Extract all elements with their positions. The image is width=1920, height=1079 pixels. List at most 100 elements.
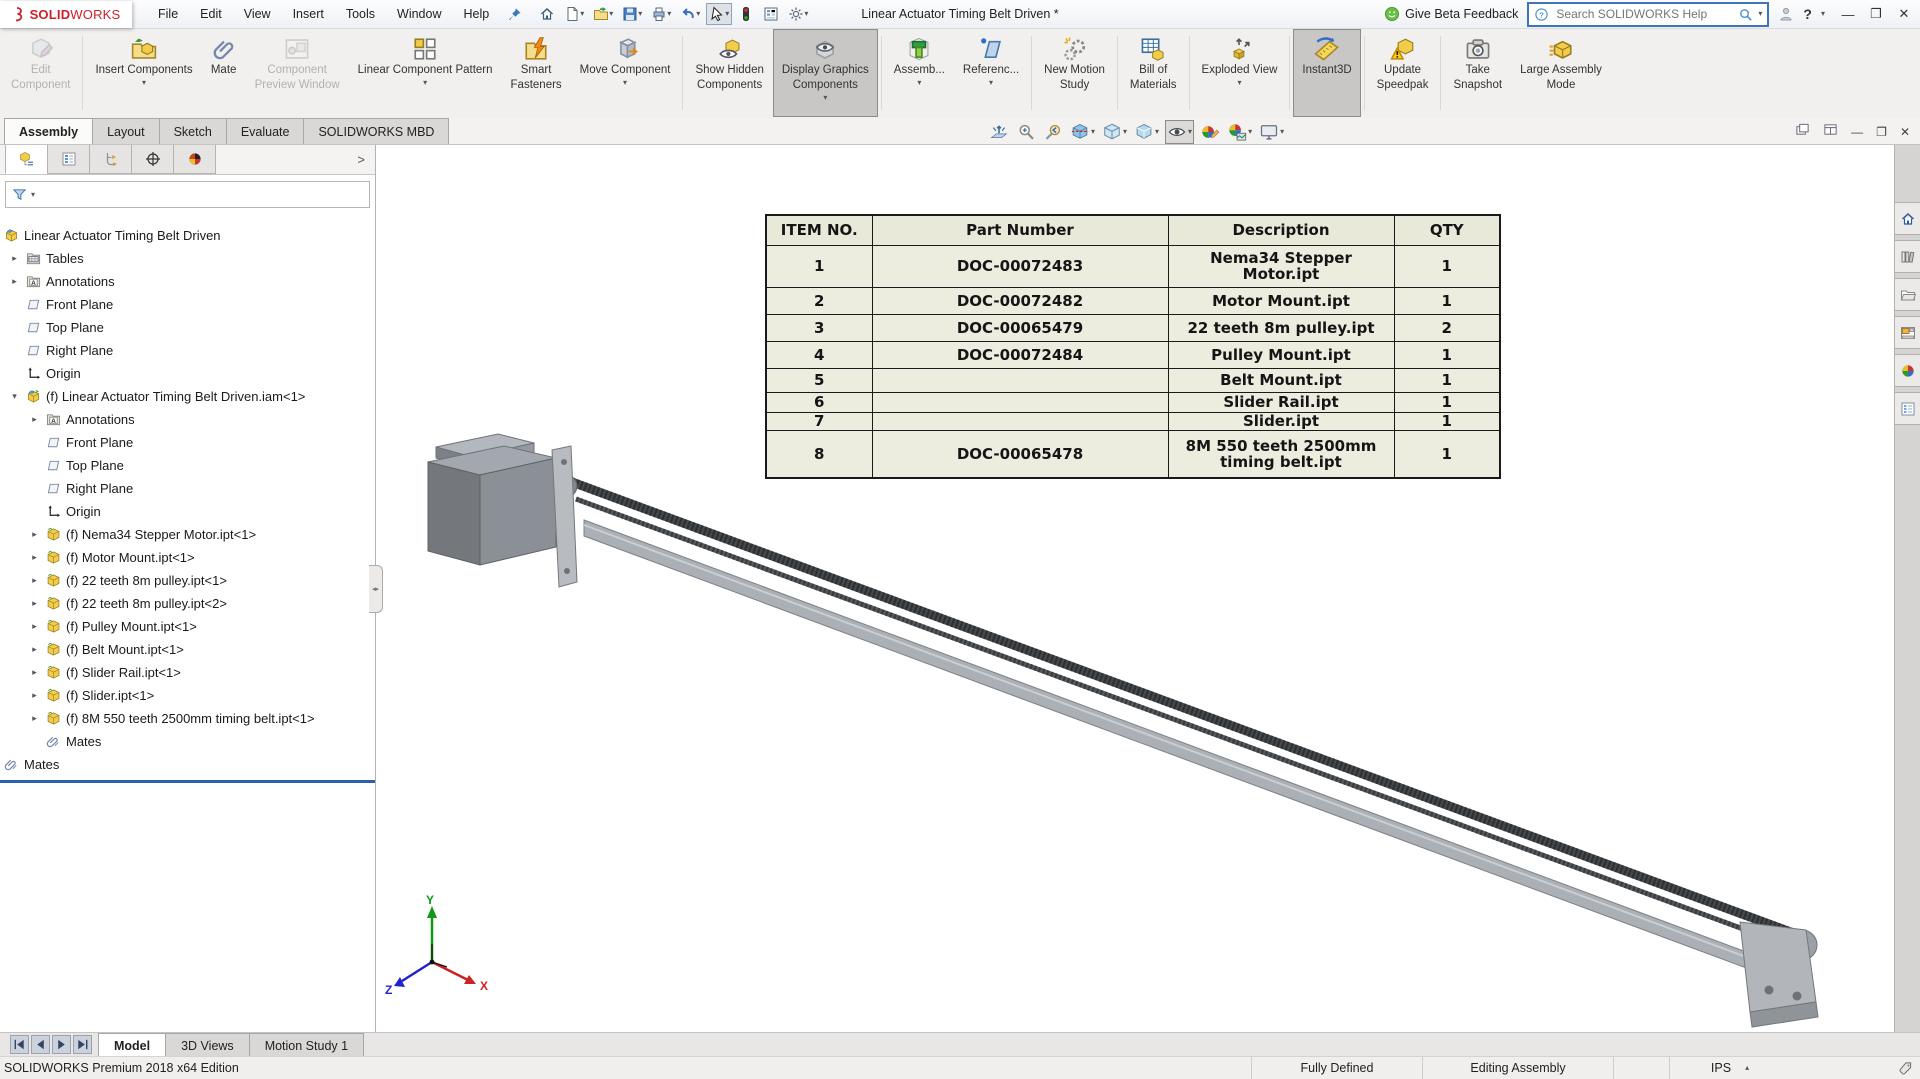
tree-item[interactable]: ▸(f) Slider Rail.ipt<1>	[0, 661, 375, 684]
bottom-tab-3d-views[interactable]: 3D Views	[165, 1033, 250, 1057]
assembly-3d-model[interactable]	[376, 144, 1893, 1032]
tp-appearances-button[interactable]	[1894, 354, 1920, 387]
menu-window[interactable]: Window	[397, 7, 442, 21]
panel-configuration-manager[interactable]	[89, 144, 132, 174]
search-dropdown-icon[interactable]: ▾	[1758, 9, 1763, 18]
filter-dropdown-icon[interactable]: ▾	[31, 189, 36, 199]
referenc-button[interactable]: Referenc...▾	[955, 30, 1027, 116]
tree-expander-icon[interactable]: ▸	[32, 552, 37, 562]
nav-next-button[interactable]	[52, 1035, 71, 1054]
zoom-to-fit-button[interactable]	[988, 121, 1010, 143]
menu-insert[interactable]: Insert	[292, 7, 324, 21]
menu-help[interactable]: Help	[463, 7, 490, 21]
move-component-button[interactable]: Move Component▾	[572, 30, 679, 116]
dropdown-arrow-icon[interactable]: ▾	[638, 9, 643, 18]
tree-item[interactable]: ▸(f) 22 teeth 8m pulley.ipt<2>	[0, 592, 375, 615]
dropdown-arrow-icon[interactable]: ▾	[1248, 127, 1253, 136]
tp-library-button[interactable]	[1894, 240, 1920, 273]
tree-item[interactable]: Top Plane	[0, 454, 375, 477]
user-account-icon[interactable]	[1778, 6, 1794, 22]
bottom-tab-model[interactable]: Model	[98, 1033, 167, 1057]
beta-feedback-button[interactable]: Give Beta Feedback	[1384, 6, 1518, 22]
panel-display-manager[interactable]	[173, 144, 216, 174]
tab-sketch[interactable]: Sketch	[158, 118, 227, 144]
nav-prev-button[interactable]	[31, 1035, 50, 1054]
tree-item[interactable]: ▸Tables	[0, 247, 375, 270]
menu-file[interactable]: File	[158, 7, 179, 21]
minimize-button[interactable]: —	[1841, 6, 1855, 22]
panel-feature-manager[interactable]	[5, 144, 48, 174]
tree-expander-icon[interactable]: ▸	[12, 276, 17, 286]
tree-expander-icon[interactable]: ▸	[32, 598, 37, 608]
dropdown-arrow-icon[interactable]: ▾	[1280, 127, 1285, 136]
tree-expander-icon[interactable]: ▸	[32, 644, 37, 654]
tree-item[interactable]: Mates	[0, 753, 375, 776]
tree-item[interactable]: ▸(f) 22 teeth 8m pulley.ipt<1>	[0, 569, 375, 592]
doc-close-button[interactable]: ✕	[1899, 125, 1910, 139]
tp-explorer-button[interactable]	[1894, 278, 1920, 311]
insert-components-button[interactable]: Insert Components▾	[87, 30, 200, 116]
zoom-to-area-button[interactable]	[1015, 121, 1037, 143]
tags-icon[interactable]	[1890, 1057, 1920, 1079]
close-button[interactable]: ✕	[1898, 6, 1910, 21]
help-menu-button[interactable]: ?	[1803, 6, 1812, 22]
menu-view[interactable]: View	[243, 7, 271, 21]
tree-item[interactable]: Front Plane	[0, 431, 375, 454]
dropdown-arrow-icon[interactable]: ▾	[423, 78, 428, 87]
pin-icon[interactable]	[507, 7, 522, 22]
panel-dimxpert[interactable]	[131, 144, 174, 174]
tree-item[interactable]: Mates	[0, 730, 375, 753]
unit-system-selector[interactable]: IPS▴	[1669, 1057, 1790, 1079]
section-view-button[interactable]: ▾	[1069, 121, 1096, 143]
help-search-input[interactable]	[1554, 6, 1734, 22]
doc-minimize-button[interactable]: —	[1851, 125, 1864, 139]
panel-property-manager[interactable]	[47, 144, 90, 174]
menu-tools[interactable]: Tools	[345, 7, 376, 21]
tree-expander-icon[interactable]: ▸	[32, 529, 37, 539]
save-button[interactable]: ▾	[619, 3, 645, 25]
undo-button[interactable]: ▾	[677, 3, 703, 25]
tab-solidworks-mbd[interactable]: SOLIDWORKS MBD	[303, 118, 450, 144]
dropdown-arrow-icon[interactable]: ▾	[823, 93, 828, 102]
tree-expander-icon[interactable]: ▾	[12, 391, 17, 401]
dropdown-arrow-icon[interactable]: ▾	[580, 9, 585, 18]
view-orientation-button[interactable]: ▾	[1101, 121, 1128, 143]
instant3d-button[interactable]: Instant3D	[1293, 29, 1361, 117]
new-doc-button[interactable]: ▾	[561, 3, 587, 25]
previous-view-button[interactable]	[1042, 121, 1064, 143]
tab-assembly[interactable]: Assembly	[4, 118, 94, 144]
tree-item[interactable]: ▸(f) Nema34 Stepper Motor.ipt<1>	[0, 523, 375, 546]
print-button[interactable]: ▾	[648, 3, 674, 25]
tree-item[interactable]: Origin	[0, 362, 375, 385]
restore-button[interactable]: ❐	[1870, 6, 1882, 21]
tab-evaluate[interactable]: Evaluate	[225, 118, 305, 144]
tree-expander-icon[interactable]: ▸	[32, 667, 37, 677]
tree-expander-icon[interactable]: ▸	[12, 253, 17, 263]
tree-item[interactable]: ▸(f) Pulley Mount.ipt<1>	[0, 615, 375, 638]
tree-filter-bar[interactable]: ▾	[5, 181, 370, 208]
dropdown-arrow-icon[interactable]: ▾	[667, 9, 672, 18]
dropdown-arrow-icon[interactable]: ▾	[989, 78, 994, 87]
dropdown-arrow-icon[interactable]: ▾	[917, 78, 922, 87]
model-slider-rail[interactable]	[583, 519, 1785, 983]
linear-component-pattern-button[interactable]: Linear Component Pattern▾	[350, 30, 501, 116]
dropdown-arrow-icon[interactable]: ▾	[142, 78, 147, 87]
tree-item[interactable]: Right Plane	[0, 339, 375, 362]
tp-palette-button[interactable]	[1894, 316, 1920, 349]
dropdown-arrow-icon[interactable]: ▾	[1155, 127, 1160, 136]
mate-button[interactable]: Mate	[203, 30, 245, 116]
select-button[interactable]: ▾	[706, 3, 733, 25]
tree-item[interactable]: Right Plane	[0, 477, 375, 500]
view-settings-button[interactable]: ▾	[1258, 121, 1285, 143]
model-timing-belt[interactable]	[570, 477, 1798, 950]
